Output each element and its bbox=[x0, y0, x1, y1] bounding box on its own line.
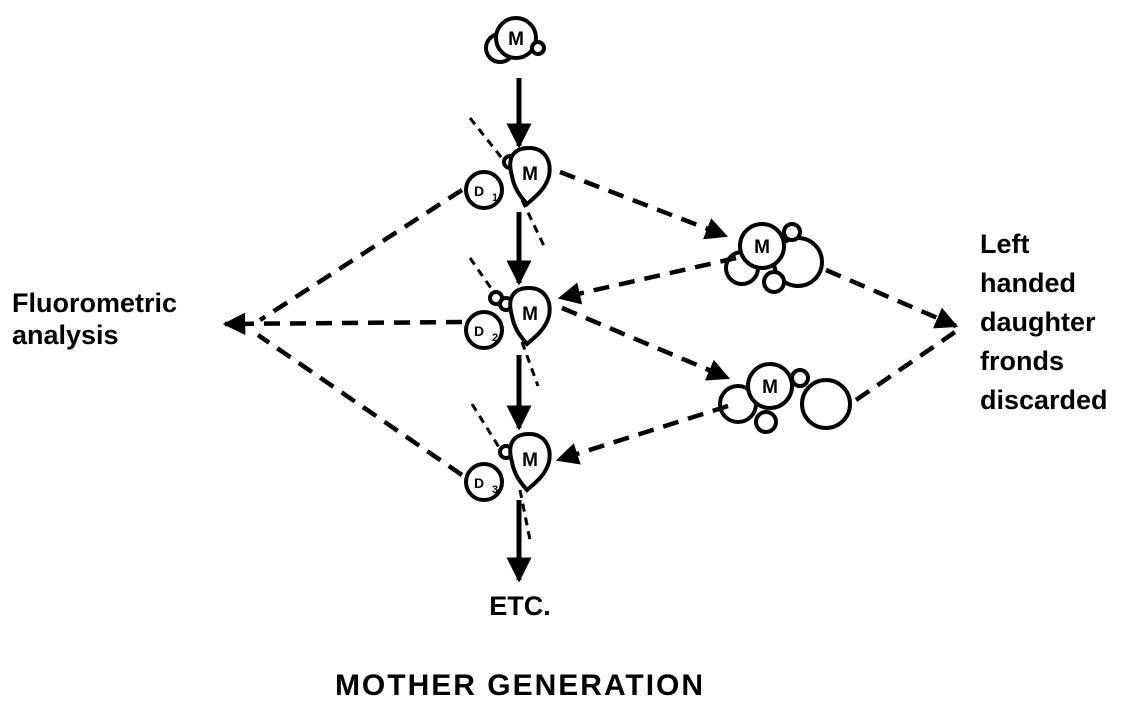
daughter-label-1: D bbox=[474, 183, 484, 199]
right-label-line-2: handed bbox=[980, 268, 1076, 298]
dash-lower-cluster-to-discard bbox=[854, 328, 960, 402]
mother-daughter-pair-1: D 1 M bbox=[464, 117, 552, 249]
right-mother-label-upper: M bbox=[754, 237, 770, 258]
daughter-label-3: D bbox=[474, 475, 484, 491]
dash-upper-cluster-to-discard bbox=[825, 267, 959, 329]
mother-label-3: M bbox=[522, 450, 538, 471]
dash-upper-cluster-to-gen2 bbox=[557, 255, 737, 305]
initial-mother-frond: M bbox=[484, 16, 546, 64]
right-cluster-lower: M bbox=[718, 362, 852, 434]
dash-gen1-to-upper-cluster bbox=[559, 169, 729, 240]
right-label-line-4: fronds bbox=[980, 346, 1064, 376]
dash-d3-to-analysis bbox=[256, 333, 464, 477]
mother-label-top: M bbox=[508, 29, 524, 50]
mother-label-1: M bbox=[522, 164, 538, 185]
right-label-line-5: discarded bbox=[980, 385, 1108, 415]
right-label-line-1: Left bbox=[980, 229, 1030, 259]
daughter-sub-1: 1 bbox=[492, 192, 498, 204]
dash-lower-cluster-to-gen3 bbox=[555, 403, 729, 465]
mother-daughter-pair-3: D 3 M bbox=[464, 403, 552, 541]
right-label-line-3: daughter bbox=[980, 307, 1096, 337]
right-cluster-upper: M bbox=[724, 222, 824, 294]
caption-mother-generation: MOTHER GENERATION bbox=[335, 669, 705, 702]
etc-label: ETC. bbox=[489, 591, 551, 621]
dash-gen2-to-lower-cluster bbox=[561, 305, 731, 381]
right-mother-label-lower: M bbox=[762, 377, 778, 398]
left-label-line-2: analysis bbox=[12, 320, 119, 350]
mother-label-2: M bbox=[522, 304, 538, 325]
dash-d1-to-analysis bbox=[258, 188, 464, 322]
mother-daughter-pair-2: D 2 M bbox=[464, 257, 552, 387]
daughter-sub-3: 3 bbox=[492, 484, 498, 496]
left-label-line-1: Fluorometric bbox=[12, 288, 177, 318]
dash-d2-to-analysis bbox=[222, 312, 463, 336]
left-label: Fluorometric analysis bbox=[12, 288, 177, 350]
daughter-label-2: D bbox=[474, 323, 484, 339]
daughter-sub-2: 2 bbox=[492, 332, 498, 344]
right-label: Left handed daughter fronds discarded bbox=[980, 229, 1108, 415]
